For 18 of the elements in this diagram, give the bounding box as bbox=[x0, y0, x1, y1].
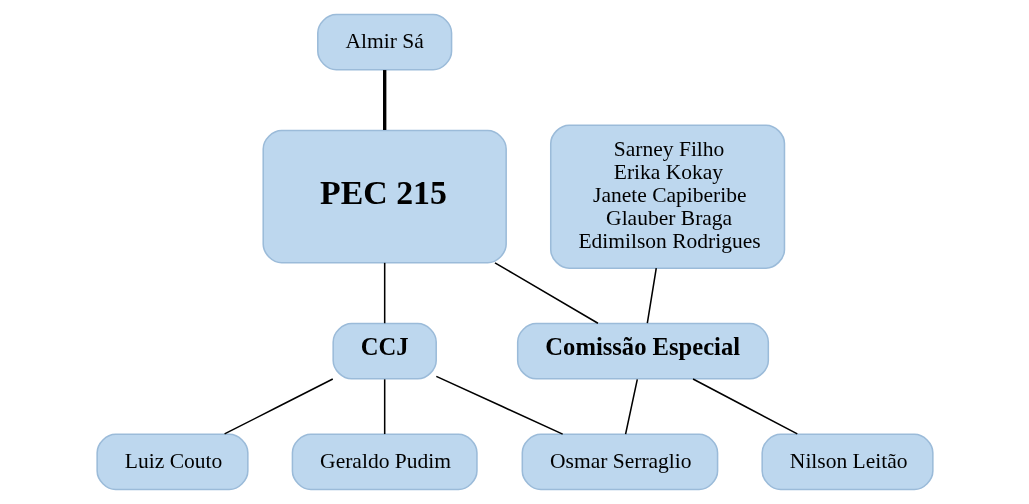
connector bbox=[223, 378, 334, 435]
node-box: Comissão Especial bbox=[516, 322, 769, 380]
node-box: Luiz Couto bbox=[95, 433, 249, 491]
connector bbox=[383, 378, 385, 435]
connector bbox=[646, 267, 657, 324]
connector bbox=[493, 262, 599, 324]
connector bbox=[624, 378, 638, 435]
connector bbox=[435, 375, 563, 435]
node-box: Sarney Filho Erika Kokay Janete Capiberibe Glauber Braga Edimilson Rodrigues bbox=[549, 124, 785, 269]
node-box: CCJ bbox=[331, 322, 437, 380]
connector bbox=[691, 378, 798, 435]
node-box: Geraldo Pudim bbox=[291, 433, 478, 491]
connector bbox=[382, 70, 386, 130]
connector bbox=[383, 262, 385, 324]
node-box: Almir Sá bbox=[316, 13, 452, 71]
node-box: Nilson Leitão bbox=[760, 433, 934, 491]
node-box: Osmar Serraglio bbox=[521, 433, 718, 491]
node-box: PEC 215 bbox=[261, 129, 507, 264]
